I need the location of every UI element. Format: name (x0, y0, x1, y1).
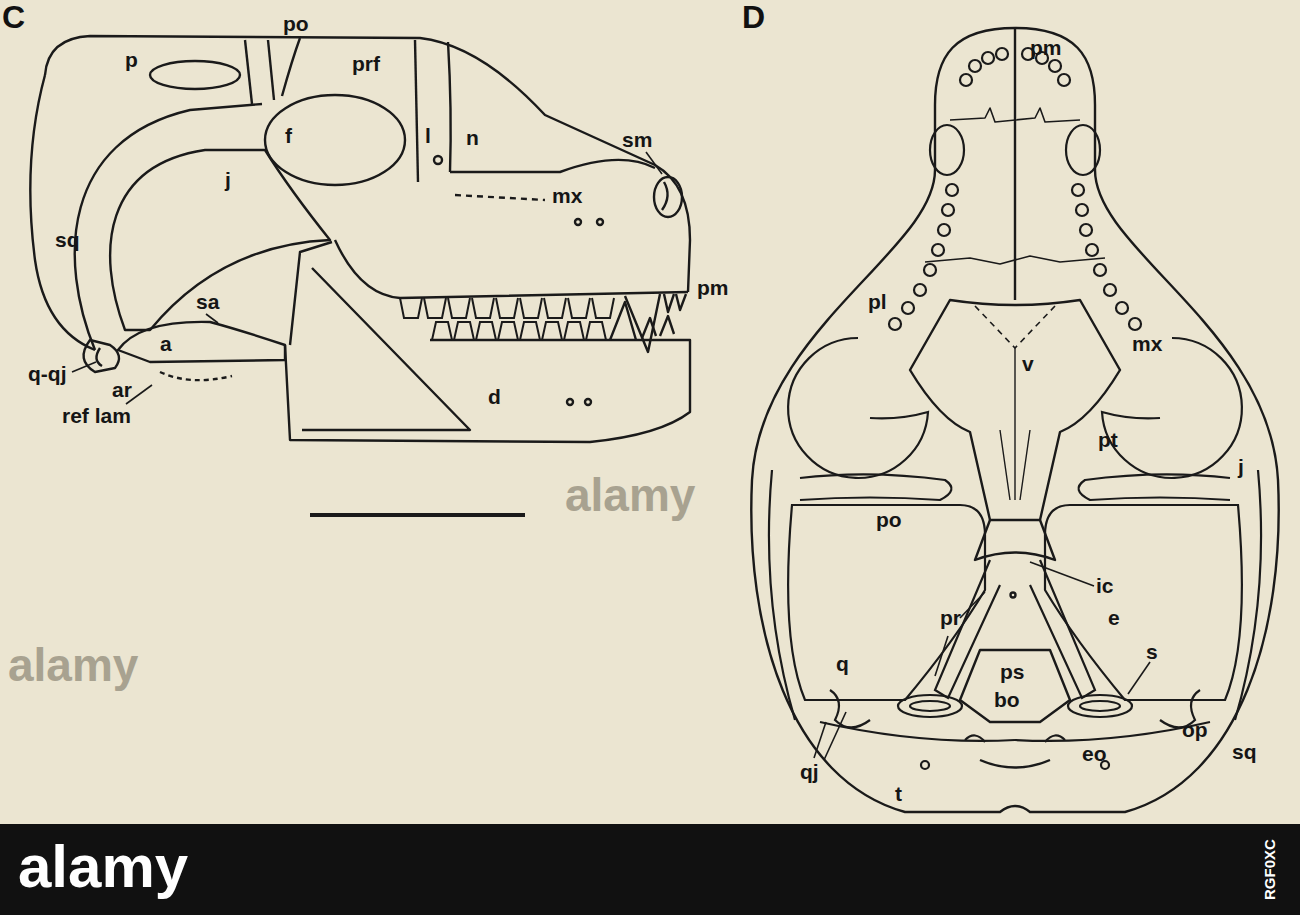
part-label: n (466, 126, 479, 149)
part-label: op (1182, 718, 1208, 741)
part-label: j (1238, 455, 1244, 478)
panel-letter: D (742, 0, 765, 35)
part-label: eo (1082, 742, 1107, 765)
part-label: prf (352, 52, 380, 75)
teeth (400, 298, 614, 340)
part-label: qj (800, 760, 819, 783)
part-label: p (125, 48, 138, 71)
part-label: mx (552, 184, 582, 207)
panel-letter: C (2, 0, 25, 35)
part-label: pt (1098, 428, 1118, 451)
part-label: pr (940, 606, 961, 629)
part-label: t (895, 782, 902, 805)
part-label: po (283, 12, 309, 35)
part-label: po (876, 508, 902, 531)
part-label: e (1108, 606, 1120, 629)
part-label: ar (112, 378, 132, 401)
part-label: sm (622, 128, 652, 151)
part-label: d (488, 385, 501, 408)
part-label: q (836, 652, 849, 675)
part-label: ic (1096, 574, 1114, 597)
part-label: pl (868, 290, 887, 313)
part-label: pm (697, 276, 729, 299)
logo: alamy (18, 834, 188, 900)
part-label: f (285, 124, 292, 147)
part-label: q-qj (28, 362, 66, 385)
part-label: j (225, 168, 231, 191)
part-label: l (425, 124, 431, 147)
watermark: alamy (565, 470, 695, 521)
part-label: a (160, 332, 172, 355)
part-label: v (1022, 352, 1034, 375)
image-id: RGF0XC (1262, 839, 1279, 900)
part-label: mx (1132, 332, 1162, 355)
part-label: sq (1232, 740, 1257, 763)
part-label: pm (1030, 36, 1062, 59)
part-label: s (1146, 640, 1158, 663)
part-label: sq (55, 228, 80, 251)
part-label: ps (1000, 660, 1025, 683)
watermark: alamy (8, 640, 138, 691)
part-label: ref lam (62, 404, 131, 427)
part-label: bo (994, 688, 1020, 711)
part-label: sa (196, 290, 219, 313)
